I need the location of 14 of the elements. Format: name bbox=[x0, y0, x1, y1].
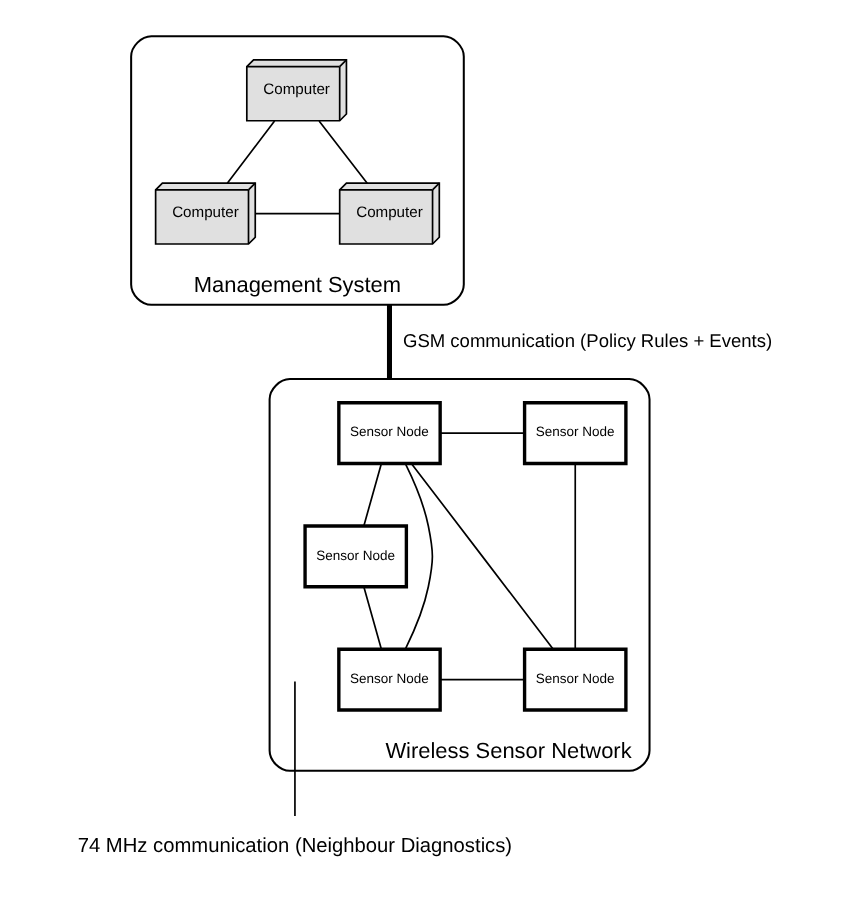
node-text: 74 MHz communication (Neighbour Diagnostics) bbox=[77, 836, 513, 859]
connector bbox=[404, 463, 434, 650]
connector bbox=[439, 678, 525, 681]
connector bbox=[318, 120, 369, 184]
connector bbox=[439, 432, 525, 434]
connector bbox=[363, 463, 383, 527]
connector bbox=[254, 212, 341, 215]
connector bbox=[294, 680, 296, 817]
connector bbox=[386, 304, 393, 380]
connector bbox=[226, 120, 276, 184]
connector bbox=[574, 462, 577, 650]
connector bbox=[363, 586, 383, 651]
edge-label: GSM communication (Policy Rules + Events) bbox=[403, 330, 773, 351]
connector bbox=[410, 462, 555, 650]
